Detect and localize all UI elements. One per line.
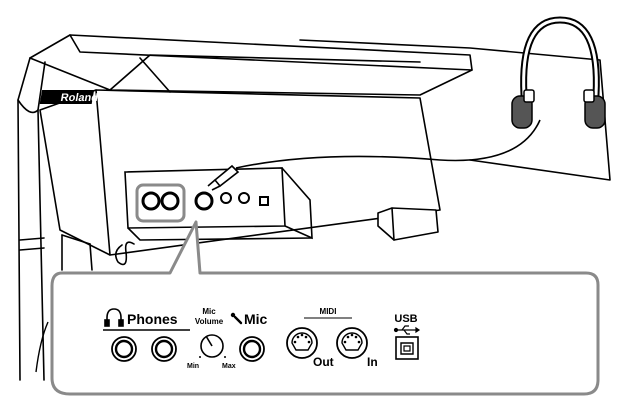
- phones-jacks-highlight: [135, 183, 186, 223]
- overview-jacks: [141, 191, 269, 211]
- mic-jack: [239, 336, 265, 362]
- mic-volume-section: Mic Volume Min Max: [187, 307, 236, 370]
- mic-volume-label-line2: Volume: [195, 317, 224, 326]
- roland-logo: Roland: [39, 90, 100, 104]
- usb-label: USB: [394, 313, 417, 325]
- zoom-callout: [50, 220, 600, 396]
- mic-label: Mic: [244, 311, 268, 327]
- usb-symbol-icon: [393, 325, 421, 335]
- phones-section: Phones: [103, 308, 190, 362]
- mic-volume-knob: [199, 334, 226, 358]
- midi-in-label: In: [367, 355, 378, 369]
- usb-port: [395, 336, 419, 360]
- midi-out-port: [286, 327, 318, 359]
- mic-volume-label-line1: Mic: [202, 307, 216, 316]
- phones-jack-1: [111, 336, 137, 362]
- midi-in-port: [336, 327, 368, 359]
- roland-logo-text: Roland: [60, 92, 100, 104]
- pedal-block: [377, 207, 439, 241]
- mic-volume-min: Min: [187, 363, 199, 370]
- microphone-icon: [230, 312, 243, 325]
- mic-volume-max: Max: [222, 363, 236, 370]
- midi-section: MIDI Out In: [286, 307, 378, 369]
- headphone-cable: [207, 119, 541, 191]
- callout-outline: [50, 220, 600, 396]
- phones-label: Phones: [127, 311, 178, 327]
- instrument-body: [17, 34, 611, 381]
- instrument-side-arm: [17, 57, 31, 381]
- mic-section: Mic: [230, 311, 268, 362]
- instrument-lid: [29, 34, 473, 96]
- stand-cable: [35, 321, 49, 373]
- midi-label: MIDI: [320, 307, 337, 316]
- midi-out-label: Out: [313, 355, 334, 369]
- headphone-icon: [511, 16, 606, 129]
- usb-section: USB: [393, 313, 421, 360]
- headphone-icon: [104, 308, 124, 327]
- phones-jack-2: [151, 336, 177, 362]
